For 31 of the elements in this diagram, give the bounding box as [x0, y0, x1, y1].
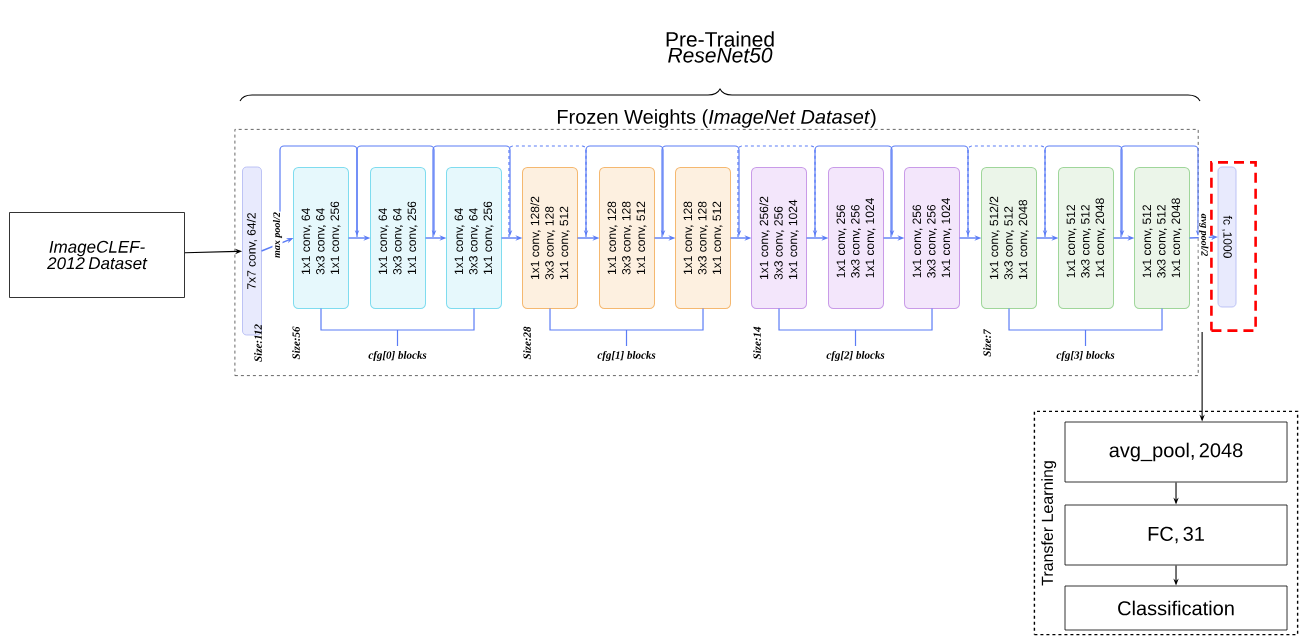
block-box: 1x1 conv, 256 3x3 conv, 256 1x1 conv, 1024 — [828, 167, 884, 309]
block-box: 1x1 conv, 64 3x3 conv, 64 1x1 conv, 256 — [293, 167, 349, 309]
block-box: 1x1 conv, 128 3x3 conv, 128 1x1 conv, 512 — [675, 167, 731, 309]
group-label: cfg[0] blocks — [368, 350, 427, 362]
size-label: Size:14 — [753, 326, 761, 360]
size-label: Size:112 — [254, 324, 262, 362]
process-box: avg_pool, 2048 — [1064, 421, 1288, 483]
node-label: Frozen Weights (ImageNet Dataset) — [557, 109, 876, 128]
group-label: cfg[3] blocks — [1056, 350, 1115, 362]
edge-label: max pool/2 — [272, 212, 283, 258]
block-box: 1x1 conv, 64 3x3 conv, 64 1x1 conv, 256 — [446, 167, 502, 309]
highlight-box — [1210, 161, 1257, 332]
block-box: 1x1 conv, 256/2 3x3 conv, 256 1x1 conv, 1024 — [751, 167, 807, 309]
block-box: 1x1 conv, 512/2 3x3 conv, 512 1x1 conv, 2048 — [981, 167, 1037, 309]
edge-label: avg pool/2 — [1199, 213, 1209, 256]
block-box: 1x1 conv, 128/2 3x3 conv, 128 1x1 conv, 512 — [522, 167, 578, 309]
layer-box: fc ,1000 — [1217, 166, 1237, 308]
size-label: Size:28 — [523, 326, 531, 360]
group-label: cfg[1] blocks — [597, 350, 656, 362]
block-box: 1x1 conv, 256 3x3 conv, 256 1x1 conv, 1024 — [904, 167, 960, 309]
title: Pre-Trained ReseNet50 — [666, 31, 774, 63]
process-box: Classification — [1064, 585, 1288, 631]
size-label: Size:7 — [983, 328, 991, 357]
block-box: 1x1 conv, 128 3x3 conv, 128 1x1 conv, 512 — [599, 167, 655, 309]
block-box: 1x1 conv, 512 3x3 conv, 512 1x1 conv, 2048 — [1058, 167, 1114, 309]
process-box: ImageCLEF-2012 Dataset — [9, 212, 185, 298]
size-label: Size:56 — [292, 326, 300, 360]
group-label: cfg[2] blocks — [826, 350, 885, 362]
block-box: 1x1 conv, 512 3x3 conv, 512 1x1 conv, 2048 — [1134, 167, 1190, 309]
process-box: FC, 31 — [1064, 504, 1288, 566]
block-box: 1x1 conv, 64 3x3 conv, 64 1x1 conv, 256 — [370, 167, 426, 309]
